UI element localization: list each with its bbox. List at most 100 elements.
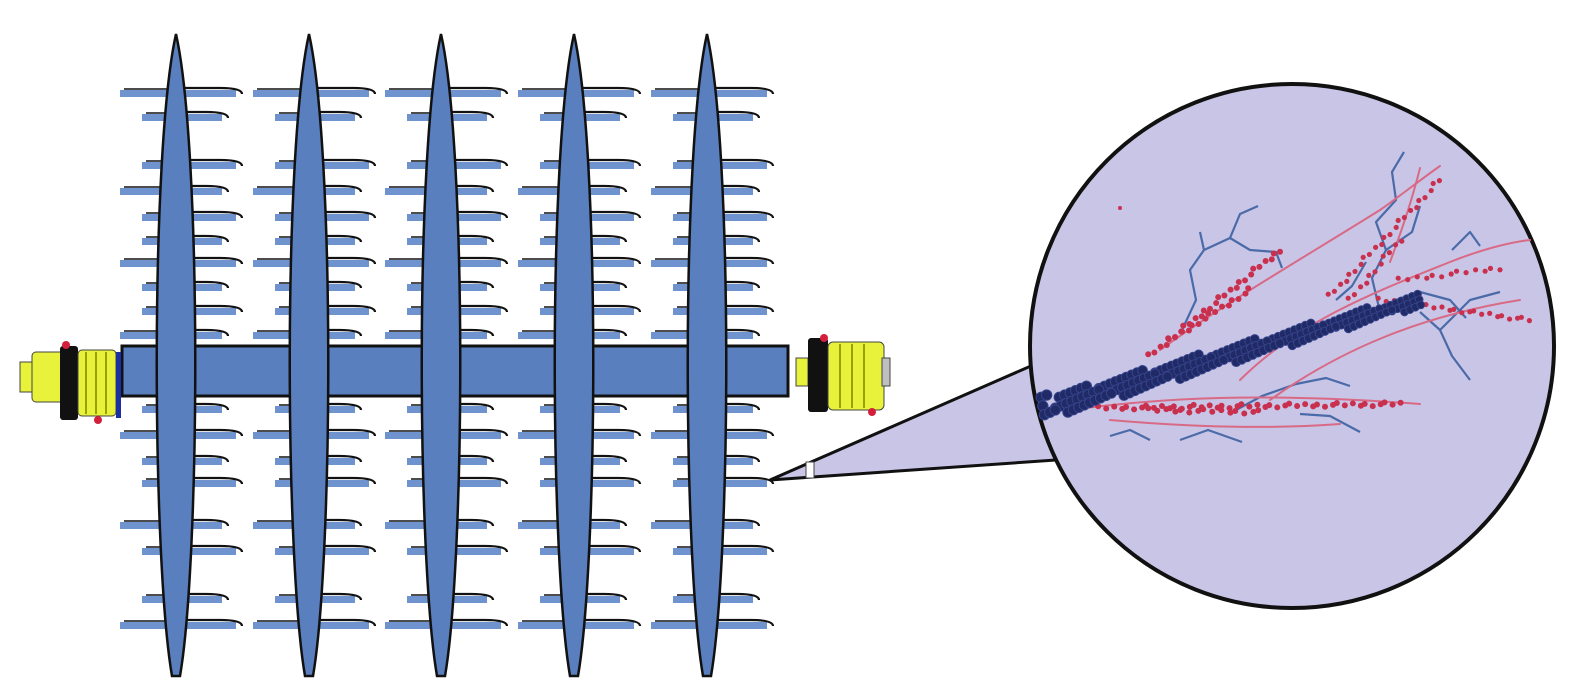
red-dot [1250, 265, 1257, 272]
red-dot [1389, 401, 1396, 408]
tooth-right [574, 110, 628, 119]
red-dot [1245, 285, 1252, 292]
tooth-right [707, 544, 775, 553]
red-dot [1379, 241, 1385, 248]
shank-5 [686, 33, 728, 678]
tooth-right [574, 210, 642, 219]
red-dot [1228, 297, 1235, 304]
red-dot [1471, 308, 1477, 314]
tooth-right [309, 158, 377, 167]
red-dot [1172, 408, 1179, 415]
red-dot [1366, 251, 1372, 258]
red-dot [1255, 407, 1262, 414]
red-dot [1431, 305, 1437, 311]
red-dot [1221, 292, 1228, 299]
red-dot [1188, 322, 1195, 329]
red-dot [1349, 400, 1356, 407]
red-dot [1351, 292, 1357, 298]
red-dot [1209, 408, 1216, 415]
tooth-right [309, 544, 377, 553]
red-dot [1254, 401, 1261, 408]
tooth-right [441, 618, 509, 627]
tooth-right [441, 110, 495, 119]
fiber-red [1109, 419, 1341, 428]
tooth-right [441, 210, 509, 219]
tooth-right [574, 454, 628, 463]
stray-dot [1118, 206, 1122, 210]
connector-left-pin-blue [116, 352, 121, 418]
tooth-right [176, 328, 230, 337]
red-dot [1473, 267, 1479, 273]
red-dot [1157, 343, 1164, 350]
red-dot [1393, 224, 1399, 231]
fiber-blue [1235, 376, 1351, 411]
tooth-right [309, 256, 377, 265]
red-dot [1463, 270, 1469, 276]
connector-left-band [60, 346, 78, 420]
red-dot [1338, 281, 1344, 287]
tooth-right [441, 184, 495, 193]
red-dot [1215, 294, 1222, 301]
fiber-blue [1299, 412, 1361, 433]
red-dot [1397, 399, 1404, 406]
tooth-right [176, 518, 230, 527]
tooth-right [441, 158, 509, 167]
red-dot [1436, 178, 1442, 184]
fiber-blue [1335, 261, 1367, 301]
red-dot [1206, 402, 1213, 409]
tooth-right [176, 110, 230, 119]
red-dot [1286, 400, 1293, 407]
red-dot [1270, 250, 1277, 257]
red-dot [1487, 310, 1493, 316]
tooth-right [309, 304, 377, 313]
shank-3 [420, 33, 462, 678]
red-dot [1256, 263, 1263, 270]
red-dot [1172, 334, 1179, 341]
red-dot [1518, 314, 1524, 320]
tooth-right [441, 402, 495, 411]
red-dot [1200, 406, 1207, 413]
tooth-right [707, 256, 775, 265]
tooth-right [176, 476, 244, 485]
red-dot [1344, 278, 1350, 284]
red-dot [1378, 261, 1384, 267]
tooth-right [707, 304, 775, 313]
tooth-right [707, 210, 775, 219]
red-dot [1506, 316, 1513, 322]
connector-right-tip [881, 357, 891, 387]
red-dot [1395, 275, 1401, 281]
fiber-red [1269, 299, 1521, 401]
red-dot [1195, 320, 1202, 327]
tooth-right [176, 592, 230, 601]
tooth-right [707, 110, 761, 119]
red-dot [1227, 286, 1234, 293]
cluster-cell [1331, 321, 1341, 332]
red-dot [1151, 349, 1158, 356]
red-dot [1345, 295, 1351, 301]
red-dot [1381, 234, 1387, 240]
red-dot [1358, 261, 1364, 267]
red-dot [1242, 277, 1248, 284]
zoom-source-marker [805, 461, 815, 479]
red-dot [1302, 401, 1309, 408]
red-dot [1226, 405, 1233, 412]
tooth-right [707, 402, 761, 411]
red-dot [1294, 402, 1301, 409]
red-dot [1401, 214, 1407, 221]
tooth-right [574, 234, 628, 243]
tooth-right [176, 210, 244, 219]
tooth-right [441, 592, 495, 601]
cluster-cell [1218, 354, 1229, 365]
red-dot [1111, 403, 1118, 410]
tooth-right [574, 592, 628, 601]
fiber-blue [1439, 290, 1501, 331]
tooth-right [574, 184, 628, 193]
tooth-right [309, 402, 363, 411]
red-dot [1170, 403, 1177, 410]
cluster-cell [1416, 300, 1426, 310]
red-dot [1180, 322, 1187, 329]
tooth-right [176, 618, 244, 627]
red-dot [1358, 284, 1364, 290]
red-dot [1408, 207, 1414, 214]
tooth-right [176, 428, 244, 437]
